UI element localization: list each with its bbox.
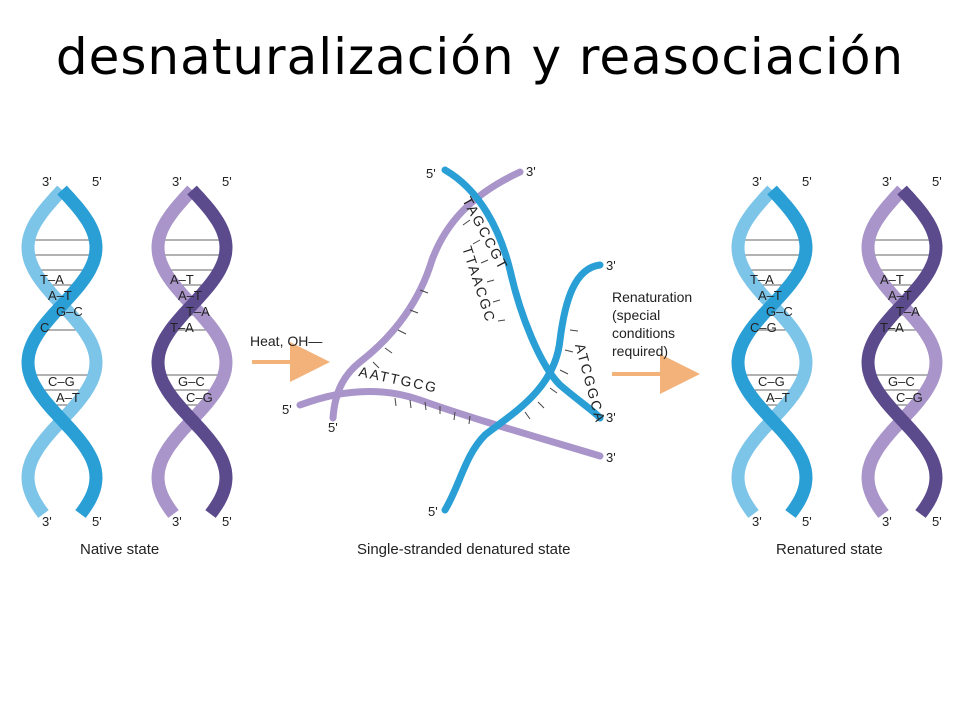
base-pair-label: T–A <box>40 272 64 287</box>
front-strand <box>21 185 103 518</box>
base-pair-label: C–G <box>186 390 213 405</box>
back-strand <box>21 185 103 518</box>
end-label-3: 3' <box>752 514 762 529</box>
end-label-5: 5' <box>802 174 812 189</box>
end-label-5: 5' <box>932 174 942 189</box>
end-label-3: 3' <box>42 174 52 189</box>
base-pair-label: A–T <box>766 390 790 405</box>
denatured-state-label: Single-stranded denatured state <box>357 541 570 558</box>
base-pair-label: A–T <box>758 288 782 303</box>
end-label-3: 3' <box>752 174 762 189</box>
blue-strand-b <box>441 261 604 514</box>
renaturation-arrow: Renaturation (special conditions require… <box>612 289 700 394</box>
front-strand <box>151 185 233 518</box>
renaturation-label-4: required) <box>612 343 668 359</box>
end-5-bottom: 5' <box>428 504 438 519</box>
back-strand <box>151 185 233 518</box>
base-pair-label: T–A <box>896 304 920 319</box>
end-label-3: 3' <box>42 514 52 529</box>
front-strand <box>861 185 943 518</box>
end-label-3: 3' <box>882 174 892 189</box>
end-5-left: 5' <box>282 402 292 417</box>
base-pair-label: T–A <box>750 272 774 287</box>
end-label-3: 3' <box>172 514 182 529</box>
base-pair-label: G–C <box>888 374 915 389</box>
base-pair-label: T–A <box>880 320 904 335</box>
end-3-right-mid: 3' <box>606 410 616 425</box>
base-pair-label: G–C <box>766 304 793 319</box>
base-pair-label: A–T <box>56 390 80 405</box>
front-strand <box>731 185 813 518</box>
renatured-blue-helix: T–AA–TG–CC–GC–GA–T3'5'3'5' <box>731 174 813 529</box>
base-pair-label: T–A <box>170 320 194 335</box>
heat-label: Heat, OH— <box>250 333 322 349</box>
end-label-5: 5' <box>222 514 232 529</box>
purple-strand-a <box>329 168 524 422</box>
end-label-3: 3' <box>172 174 182 189</box>
seq-right: ATCGGCA <box>572 342 609 426</box>
base-pair-label: A–T <box>880 272 904 287</box>
end-label-5: 5' <box>92 514 102 529</box>
renaturation-label-3: conditions <box>612 325 675 341</box>
denatured-strands: TAGCCGT TTAACGC ATCGGCA AATTGCG 5' 3' 3'… <box>282 164 616 519</box>
renatured-purple-helix: A–TA–TT–AT–AG–CC–G3'5'3'5' <box>861 174 943 529</box>
base-pair-label: A–T <box>178 288 202 303</box>
end-3-right-upper: 3' <box>606 258 616 273</box>
native-purple-helix: A–TA–TT–AT–AG–CC–G3'5'3'5' <box>151 174 233 529</box>
renaturation-label-1: Renaturation <box>612 289 692 305</box>
blue-strand-a <box>441 166 604 422</box>
dna-denaturation-figure: T–AA–TG–CCC–GA–T3'5'3'5' A–TA–TT–AT–AG–C… <box>21 164 943 558</box>
end-label-5: 5' <box>222 174 232 189</box>
back-strand <box>731 185 813 518</box>
base-pair-label: C–G <box>896 390 923 405</box>
back-strand <box>861 185 943 518</box>
heat-arrow: Heat, OH— <box>250 333 330 382</box>
base-pair-label: A–T <box>170 272 194 287</box>
base-pair-label: G–C <box>178 374 205 389</box>
end-5-left-lower: 5' <box>328 420 338 435</box>
native-blue-helix: T–AA–TG–CCC–GA–T3'5'3'5' <box>21 174 103 529</box>
base-pair-label: A–T <box>888 288 912 303</box>
base-pair-label: T–A <box>186 304 210 319</box>
slide-title: desnaturalización y reasociación <box>55 28 905 86</box>
base-pair-label: C <box>40 320 49 335</box>
end-label-5: 5' <box>802 514 812 529</box>
end-label-5: 5' <box>92 174 102 189</box>
base-pair-label: C–G <box>48 374 75 389</box>
base-pair-label: C–G <box>758 374 785 389</box>
base-pair-label: G–C <box>56 304 83 319</box>
native-state-label: Native state <box>80 541 159 558</box>
renatured-state-label: Renatured state <box>776 541 883 558</box>
renaturation-label-2: (special <box>612 307 660 323</box>
base-pair-label: C–G <box>750 320 777 335</box>
end-label-5: 5' <box>932 514 942 529</box>
end-5-top: 5' <box>426 166 436 181</box>
purple-strand-b <box>296 387 604 460</box>
end-3-right-lower: 3' <box>606 450 616 465</box>
end-label-3: 3' <box>882 514 892 529</box>
end-3-top: 3' <box>526 164 536 179</box>
base-pair-label: A–T <box>48 288 72 303</box>
